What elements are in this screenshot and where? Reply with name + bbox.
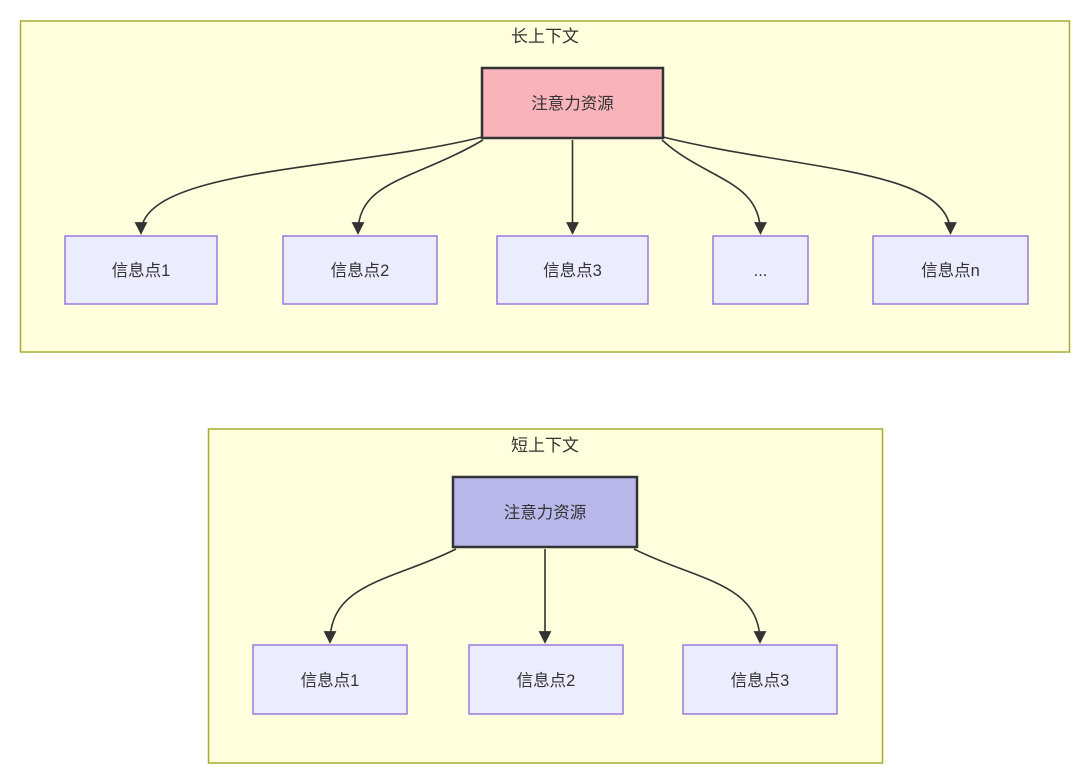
short-info-node-2 — [468, 644, 624, 715]
short-info-node-1 — [252, 644, 408, 715]
short-attention-label: 注意力资源 — [504, 503, 587, 522]
short-info-node-3 — [682, 644, 838, 715]
long-info-node-ellipsis — [712, 235, 809, 305]
short-context-title: 短上下文 — [511, 436, 579, 455]
short-info-label-1: 信息点1 — [301, 671, 360, 690]
short-context-group: 短上下文 注意力资源 信息点1 信息点2 信息点3 — [207, 428, 884, 764]
short-attention-node — [451, 475, 639, 549]
edge-short-to-info3 — [633, 548, 767, 644]
short-info-label-2: 信息点2 — [517, 671, 576, 690]
long-info-node-2 — [282, 235, 438, 305]
long-info-label-ellipsis: ... — [754, 262, 768, 280]
long-info-label-3: 信息点3 — [543, 261, 602, 280]
long-attention-node — [480, 66, 665, 140]
long-info-label-n: 信息点n — [921, 261, 980, 280]
edge-long-to-infon — [662, 136, 957, 235]
long-info-node-1 — [64, 235, 218, 305]
long-info-node-3 — [496, 235, 649, 305]
long-attention-label: 注意力资源 — [531, 94, 614, 113]
edge-long-to-info1 — [134, 136, 483, 235]
long-info-label-1: 信息点1 — [112, 261, 171, 280]
long-context-group: 长上下文 注意力资源 信息点1 信息点2 信息点3 ... 信息点n — [19, 20, 1071, 353]
long-context-title: 长上下文 — [511, 27, 579, 46]
short-info-label-3: 信息点3 — [731, 671, 790, 690]
edge-long-to-info2 — [351, 139, 484, 235]
long-info-label-2: 信息点2 — [331, 261, 390, 280]
long-info-node-n — [872, 235, 1029, 305]
edge-short-to-info1 — [323, 548, 457, 644]
edge-long-to-ellipsis — [661, 139, 767, 235]
